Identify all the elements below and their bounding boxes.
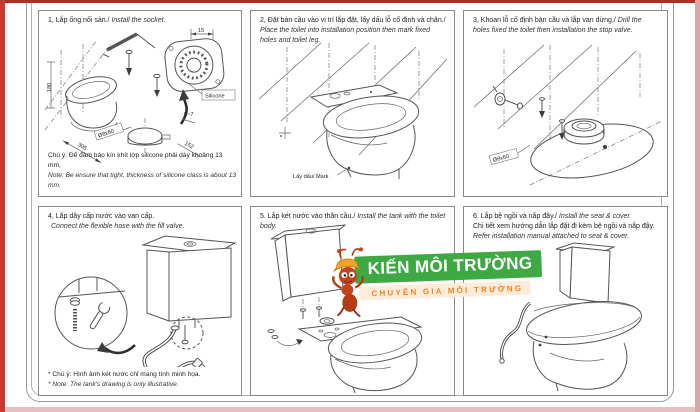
logo-brand-text: KIẾN MÔI TRƯỜNG: [367, 253, 533, 279]
panel-5-diagram: [267, 224, 423, 394]
magnifier-detail-circle: [54, 276, 128, 350]
panel-4-connect-hose: 4, Lắp dây cấp nước vào van cấp. Connect …: [38, 206, 242, 396]
logo-banner: KIẾN MÔI TRƯỜNG: [354, 250, 542, 284]
tank-icon: [141, 235, 237, 329]
panel-4-title-en: Connect the flexible hose with the fill …: [51, 223, 185, 231]
panel-5-title-en: Install the tank with the toilet body.: [260, 213, 446, 231]
dim-15: 15: [198, 28, 204, 34]
toilet-bowl-icon: [65, 76, 118, 132]
caulk-gun-icon: [106, 32, 138, 52]
dim-152: 152: [183, 141, 194, 151]
panel-1-note-en: Note: Be ensure that tight, thickness of…: [48, 172, 237, 190]
tank-icon: [270, 224, 347, 302]
panel-2-place-toilet: 2, Đặt bàn cầu vào vị trí lắp đặt, lấy d…: [250, 10, 455, 197]
panel-5-title-vi: 5. Lắp két nước vào thân cầu./: [260, 213, 356, 220]
panel-2-diagram: Lấy dấu/ Mark: [258, 42, 448, 180]
seat-cover-icon: [525, 301, 643, 345]
panel-1-title-en: Install the socket.: [109, 17, 166, 24]
floor-flange-icon: [164, 38, 225, 92]
panel-1-title-vi: 1, Lắp ống nối sàn./: [48, 17, 110, 24]
dim-180: 180: [47, 83, 53, 92]
panel-4-note-vi: * Chú ý: Hình ảnh két nước chỉ mang tính…: [48, 371, 201, 379]
wrench-icon: [89, 299, 112, 330]
panel-1-diagram: 15 Silicone Ø8x60 5~7 1: [44, 28, 236, 164]
scan-edge-right: [695, 0, 700, 412]
panel-4-note: * Chú ý: Hình ảnh két nước chỉ mang tính…: [48, 370, 237, 390]
flexible-hose-icon: [142, 325, 205, 367]
panel-5-title: 5. Lắp két nước vào thân cầu./ Install t…: [251, 207, 454, 232]
panel-4-title: 4, Lắp dây cấp nước vào van cấp. Connect …: [39, 207, 241, 232]
dim-305: 305: [76, 142, 87, 152]
panel-4-note-en: * Note: The tank's drawing is only illus…: [48, 381, 179, 389]
panel-2-title-vi: 2, Đặt bàn cầu vào vị trí lắp đặt, lấy d…: [260, 17, 446, 24]
logo-tagline: CHUYÊN GIA MÔI TRƯỜNG: [359, 280, 531, 301]
panel-2-title: 2, Đặt bàn cầu vào vị trí lắp đặt, lấy d…: [251, 11, 454, 46]
floor-flange-icon: [563, 118, 605, 145]
panel-1-install-socket: 1, Lắp ống nối sàn./ Install the socket.…: [38, 10, 242, 197]
dim-bolt-size: Ø8x60: [97, 129, 115, 140]
silicone-label: Silicone: [205, 94, 225, 100]
panel-3-diagram: Ø8x60: [473, 44, 663, 186]
panel-1-title: 1, Lắp ống nối sàn./ Install the socket.: [39, 11, 241, 26]
page-frame-outer: [26, 0, 674, 402]
tank-icon: [555, 242, 616, 304]
panel-3-title-vi: 3, Khoan lỗ cố định bàn cầu và lắp van d…: [473, 17, 616, 24]
scan-edge-top: [0, 0, 700, 3]
mark-label: Lấy dấu/ Mark: [293, 174, 329, 180]
panel-6-title: 6. Lắp bệ ngồi và nắp đậy./ Install the …: [464, 207, 667, 242]
toilet-body-icon: [309, 84, 420, 179]
panel-1-note-vi: Chú ý: Để đảm bảo kín khít lớp silicone …: [48, 152, 223, 170]
panel-3-title-en: Drill the holes fixed the toilet then in…: [473, 17, 642, 35]
panel-3-title: 3, Khoan lỗ cố định bàn cầu và lắp van d…: [464, 11, 667, 36]
panel-6-line3: Refer installation manual attached to se…: [473, 233, 630, 241]
panel-1-note: Chú ý: Để đảm bảo kín khít lớp silicone …: [48, 151, 237, 191]
ant-mascot-icon: [332, 247, 364, 318]
valve-detail-dashed-circle: [170, 316, 204, 350]
panel-6-line2: Chi tiết xem hướng dẫn lắp đặt đi kèm bệ…: [473, 223, 655, 231]
toilet-body-icon: [297, 316, 423, 394]
scan-edge-left: [0, 0, 5, 412]
supply-hose-icon: [499, 301, 532, 364]
panel-6-diagram: [499, 242, 643, 392]
panel-3-drill-holes: 3, Khoan lỗ cố định bàn cầu và lắp van d…: [463, 10, 668, 197]
panel-6-title-en: Install the seat & cover.: [556, 213, 632, 220]
panel-2-title-en: Place the toilet into installation posit…: [260, 27, 431, 45]
panel-4-diagram: [54, 235, 237, 367]
toilet-body-icon: [532, 335, 628, 392]
stop-valve-icon: [492, 85, 523, 110]
panel-6-title-vi: 6. Lắp bệ ngồi và nắp đậy./: [473, 213, 557, 220]
panel-6-install-seat-cover: 6. Lắp bệ ngồi và nắp đậy./ Install the …: [463, 206, 668, 396]
dim-5-7: 5~7: [184, 112, 194, 118]
scan-edge-bottom: [0, 407, 700, 412]
logo-tagline-text: CHUYÊN GIA MÔI TRƯỜNG: [371, 283, 524, 298]
kien-moi-truong-logo: KIẾN MÔI TRƯỜNG CHUYÊN GIA MÔI TRƯỜNG: [327, 236, 542, 319]
panel-4-title-vi: 4, Lắp dây cấp nước vào van cấp.: [48, 213, 155, 220]
dim-bolt-size: Ø8x60: [492, 154, 509, 164]
